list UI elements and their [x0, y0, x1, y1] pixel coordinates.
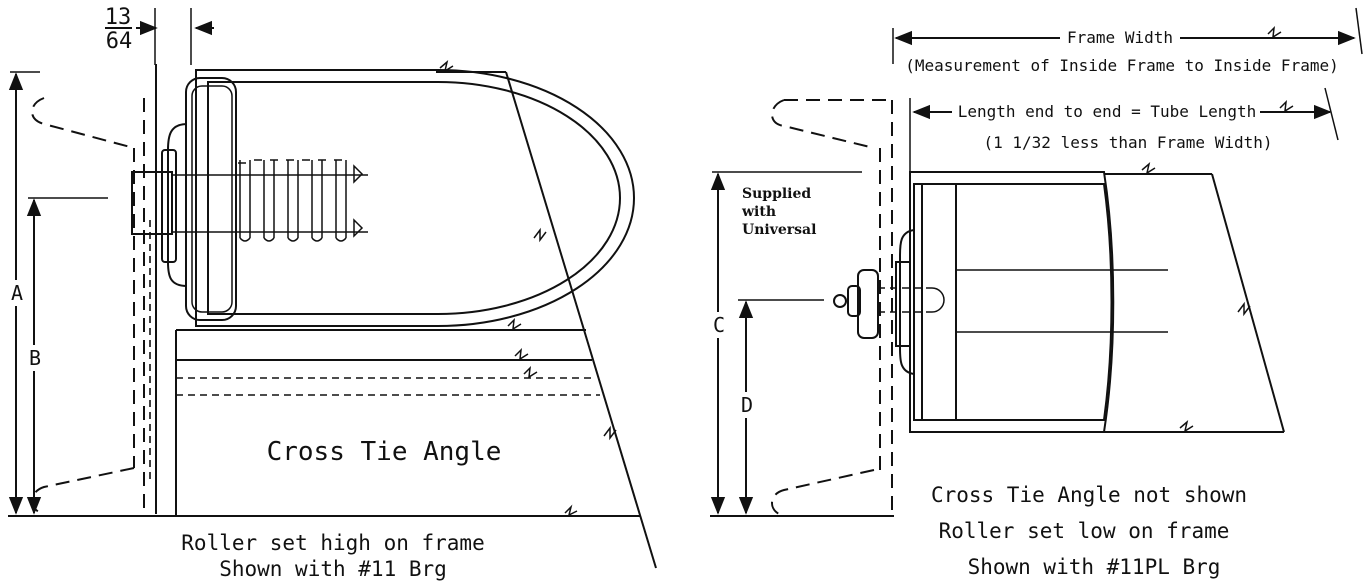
break-mark-frame-width [1267, 25, 1282, 39]
right-axle-nut [857, 269, 879, 339]
cross-tie-label: Cross Tie Angle [267, 437, 502, 467]
left-caption-line1: Roller set high on frame [181, 531, 484, 555]
frame-channel-bottom-flange [31, 467, 135, 515]
right-channel-top-flange [771, 99, 875, 149]
frame-width-label: Frame Width [1067, 28, 1173, 47]
break-mark-tie-1 [507, 317, 522, 331]
right-axle-tip [847, 285, 861, 317]
right-roller-tube-wall [909, 171, 1115, 433]
right-view: Frame Width (Measurement of Inside Frame… [708, 7, 1363, 579]
right-break-mark-bottom [1179, 419, 1194, 433]
bearing-flange [185, 77, 237, 321]
spring [238, 159, 364, 242]
dim-b-label: B [29, 346, 41, 370]
supplied-line3: Universal [742, 222, 816, 238]
bearing-cap [167, 123, 188, 287]
right-break-mark-top [1141, 161, 1156, 175]
right-bearing-housing [913, 183, 957, 421]
right-break-mark-angled [1237, 301, 1251, 317]
dim-c-mask [708, 312, 730, 338]
length-label: Length end to end = Tube Length [958, 102, 1257, 121]
right-bearing-cap [899, 229, 915, 375]
dim-c-label: C [713, 313, 725, 337]
right-axle-collar [895, 261, 911, 347]
length-ext-right [1324, 87, 1339, 141]
frame-angled-side [505, 71, 657, 569]
dim-b-mask [24, 345, 46, 371]
right-caption-line1: Cross Tie Angle not shown [931, 483, 1247, 507]
supplied-line2: with [741, 204, 776, 220]
right-frame-angled-side [1211, 173, 1285, 433]
roller-tube-wall [195, 69, 635, 327]
right-caption-line2: Roller set low on frame [939, 519, 1230, 543]
shaft-left [131, 171, 173, 235]
frame-width-note: (Measurement of Inside Frame to Inside F… [905, 56, 1338, 75]
roller-tube-bore [207, 81, 621, 315]
frame-width-ext-right [1355, 7, 1363, 55]
break-mark-angled-2 [603, 425, 617, 441]
dim-d-label: D [741, 393, 753, 417]
dim-d-mask [736, 392, 758, 418]
right-caption-line3: Shown with #11PL Brg [968, 555, 1221, 579]
break-mark-length [1279, 99, 1294, 113]
right-channel-bottom-flange [771, 469, 875, 517]
dim-a-label: A [11, 281, 23, 305]
right-axle-hidden-end [931, 287, 945, 313]
right-roller-tube-bore [921, 183, 1113, 421]
break-mark-tie-3 [523, 365, 538, 379]
break-mark-top [439, 59, 454, 73]
bearing-collar [161, 149, 177, 263]
fraction-denominator: 64 [106, 29, 133, 54]
right-axle-end-circle [833, 294, 847, 308]
length-note: (1 1/32 less than Frame Width) [984, 133, 1273, 152]
frame-channel-top-flange [31, 97, 135, 149]
left-view: 13 64 A B Cross Tie [6, 5, 657, 581]
dim-a-mask [6, 280, 28, 306]
supplied-line1: Supplied [742, 186, 811, 202]
break-mark-tie-2 [514, 347, 529, 361]
fraction-numerator: 13 [105, 5, 132, 30]
bearing-flange-inner [191, 85, 233, 313]
break-mark-bottom [564, 504, 578, 517]
break-mark-angled-1 [533, 227, 547, 243]
left-caption-line2: Shown with #11 Brg [219, 557, 447, 581]
